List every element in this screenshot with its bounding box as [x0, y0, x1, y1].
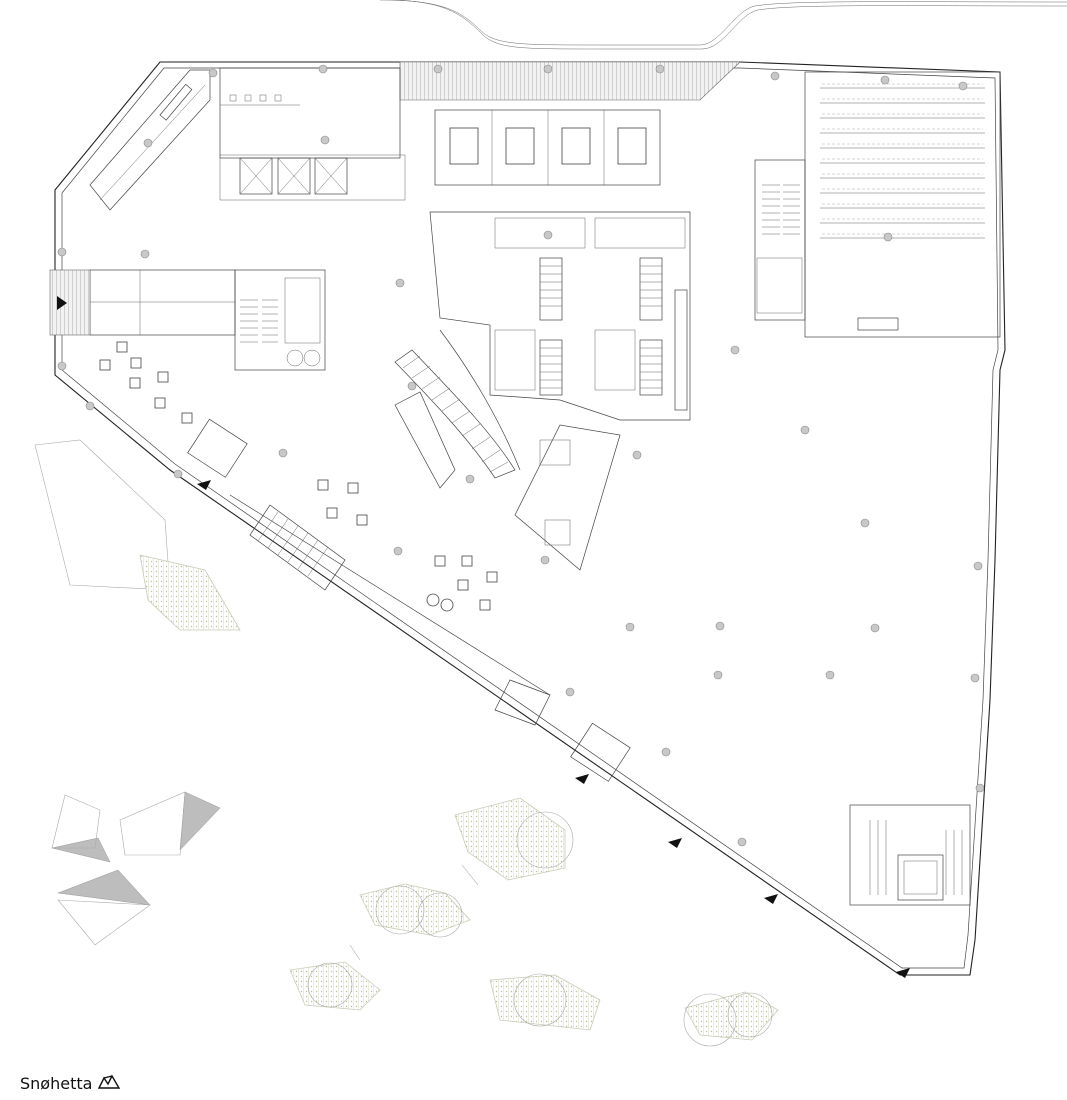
- paving-stone-1: [179, 791, 221, 851]
- cafe-table-group-3: [426, 555, 498, 612]
- stair-core-south-east: [849, 804, 971, 906]
- stair-core-east: [754, 159, 806, 321]
- auditorium: [804, 71, 1001, 338]
- meeting-table-4: [617, 127, 647, 165]
- structural-columns: [57, 64, 985, 847]
- auditorium-stage-seats: [857, 317, 899, 331]
- elevator-shaft-3: [314, 157, 348, 195]
- landscape-planting-bed-4: [289, 961, 381, 1011]
- ramp-south: [494, 679, 551, 726]
- landscape-planting-bed-1: [139, 554, 241, 631]
- terrace-hatched-area: [399, 61, 741, 101]
- west-entrance-mat: [49, 269, 91, 336]
- landscape-planting-bed-5: [489, 974, 601, 1031]
- logo-text: Snøhetta: [20, 1073, 93, 1093]
- tree-canopies: [307, 811, 773, 1047]
- escalator-2: [539, 339, 563, 396]
- elevator-shaft-1: [239, 157, 273, 195]
- paving-stone-2: [51, 837, 111, 863]
- meeting-table-3: [561, 127, 591, 165]
- cafe-table-group-1: [99, 341, 193, 424]
- west-entrance-vestibule: [89, 269, 236, 336]
- meeting-table-2: [505, 127, 535, 165]
- landscape-planting-bed-6: [684, 991, 779, 1041]
- escalator-1: [539, 257, 563, 321]
- landscape-planting-bed-3: [359, 883, 471, 936]
- landscape-paving-outline: [34, 439, 171, 591]
- south-west-stair: [249, 504, 346, 591]
- north-west-corridor: [89, 69, 211, 211]
- elevator-south-east: [897, 854, 944, 901]
- escalator-3: [639, 257, 663, 321]
- street-curb-line-inner: [394, 0, 1067, 50]
- stair-core-west: [234, 269, 326, 371]
- entrance-vestibule-sw-2: [570, 722, 631, 782]
- landscape-planting-bed-2: [454, 797, 566, 881]
- entrance-arrows: [57, 296, 910, 978]
- curved-grand-stair: [394, 349, 516, 479]
- meeting-room-row: [434, 109, 661, 186]
- snohetta-logo: Snøhetta: [20, 1072, 121, 1094]
- reception-desk: [394, 391, 456, 489]
- escalator-4: [639, 339, 663, 396]
- auditorium-seating: [820, 83, 985, 239]
- meeting-table-1: [449, 127, 479, 165]
- restroom-block: [429, 211, 691, 421]
- counter: [159, 83, 193, 121]
- wc-block-south: [514, 424, 621, 571]
- room-office: [219, 67, 401, 159]
- elevator-shaft-2: [277, 157, 311, 195]
- cafe-table-group-2: [317, 479, 368, 526]
- paving-stone-3: [57, 869, 151, 906]
- entrance-vestibule-sw-1: [187, 418, 248, 478]
- snohetta-mountain-icon: [98, 1073, 121, 1094]
